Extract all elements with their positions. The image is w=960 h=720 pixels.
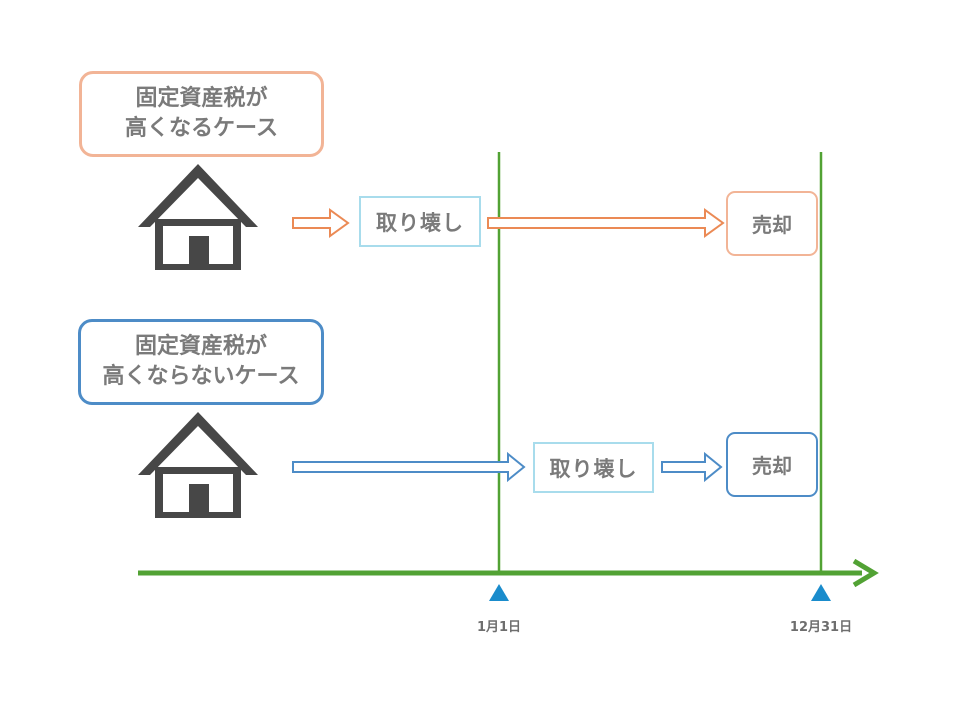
house-icon bbox=[138, 412, 258, 518]
date-label-dec31: 12月31日 bbox=[789, 620, 853, 635]
case-high-line2: 高くなるケース bbox=[125, 116, 278, 141]
timeline-axis bbox=[138, 558, 879, 588]
date-label-jan1: 1月1日 bbox=[476, 620, 522, 635]
demolition-box-low: 取り壊し bbox=[533, 442, 654, 493]
sale-box-high: 売却 bbox=[726, 191, 818, 256]
case-low-line2: 高くならないケース bbox=[102, 364, 300, 389]
jan1-marker-icon bbox=[489, 584, 509, 601]
case-low-line1: 固定資産税が bbox=[134, 334, 267, 359]
case-high-line1: 固定資産税が bbox=[135, 86, 268, 111]
arrow-icon bbox=[292, 451, 526, 483]
sale-box-low: 売却 bbox=[726, 432, 818, 497]
arrow-icon bbox=[487, 208, 725, 238]
case-high-label-box: 固定資産税が 高くなるケース bbox=[79, 71, 324, 157]
case-low-label-box: 固定資産税が 高くならないケース bbox=[78, 319, 324, 405]
house-icon bbox=[138, 164, 258, 270]
demolition-box-high: 取り壊し bbox=[359, 196, 481, 247]
arrow-icon bbox=[292, 208, 350, 238]
arrow-icon bbox=[661, 451, 723, 483]
dec31-marker-icon bbox=[811, 584, 831, 601]
